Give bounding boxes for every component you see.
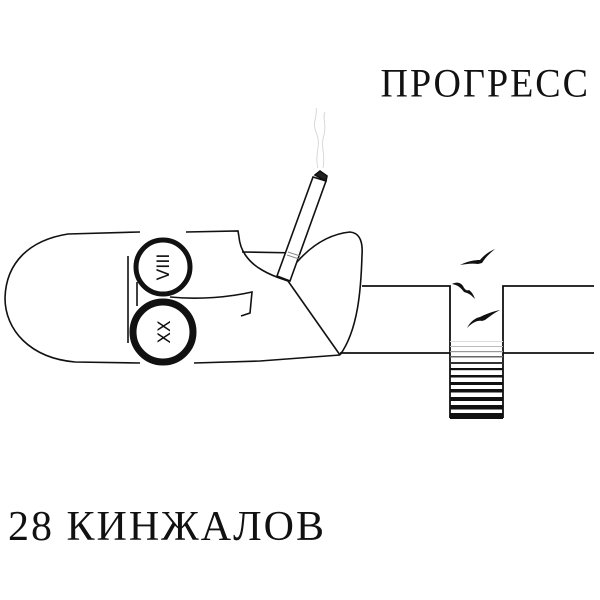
stairs bbox=[450, 341, 503, 419]
wall bbox=[340, 285, 594, 418]
cigarette bbox=[275, 169, 328, 283]
smoke bbox=[314, 107, 326, 169]
lower-lens bbox=[129, 298, 197, 366]
birds bbox=[452, 249, 500, 328]
lower-lens-numeral: XX bbox=[155, 320, 175, 344]
upper-lens-numeral: VIII bbox=[154, 254, 174, 281]
bird-icon bbox=[467, 310, 500, 328]
album-title: ПРОГРЕСС bbox=[380, 61, 590, 106]
bird-icon bbox=[460, 249, 495, 265]
upper-lens bbox=[133, 237, 193, 297]
glasses bbox=[129, 237, 197, 366]
head-outline bbox=[4, 230, 363, 364]
artist-name: 28 КИНЖАЛОВ bbox=[8, 504, 326, 550]
bird-icon bbox=[452, 282, 475, 299]
